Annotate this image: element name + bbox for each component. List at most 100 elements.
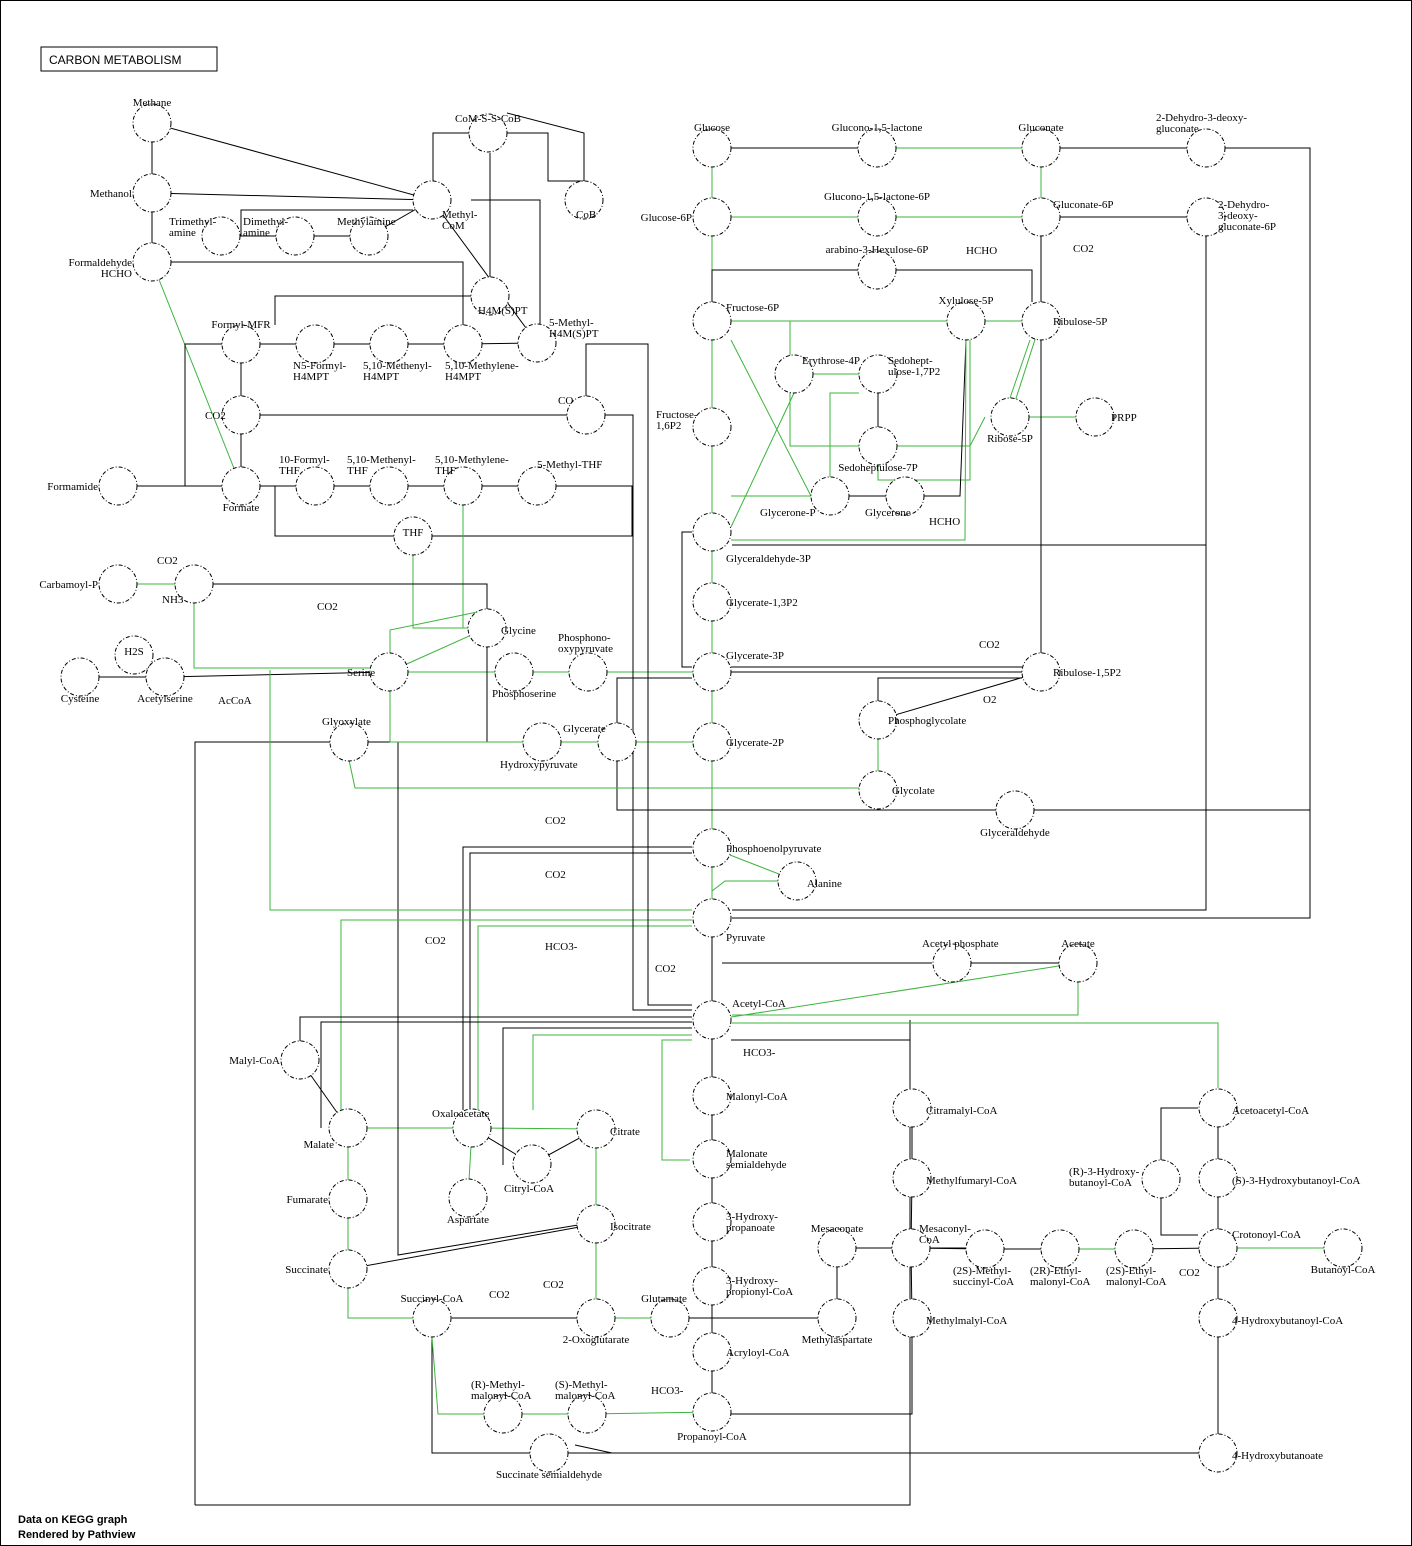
compound-glucose-6p[interactable]: Glucose-6P xyxy=(641,197,732,237)
compound-s-3-hydroxybutanoyl-coa[interactable]: (S)-3-Hydroxybutanoyl-CoA xyxy=(1198,1158,1360,1198)
compound-citramalyl-coa[interactable]: Citramalyl-CoA xyxy=(892,1088,998,1128)
compound-circle[interactable] xyxy=(692,128,732,168)
compound-circle[interactable] xyxy=(692,1000,732,1040)
compound-circle[interactable] xyxy=(597,722,637,762)
compound-circle[interactable] xyxy=(517,466,557,506)
compound-2-dehydro-3-deoxy-gluconate[interactable]: 2-Dehydro-3-deoxy-gluconate xyxy=(1156,112,1247,168)
compound-circle[interactable] xyxy=(467,608,507,648)
compound-circle[interactable] xyxy=(529,1433,569,1473)
compound-circle[interactable] xyxy=(275,216,315,256)
compound-circle[interactable] xyxy=(567,1394,607,1434)
compound-circle[interactable] xyxy=(443,466,483,506)
compound-formate[interactable]: Formate xyxy=(221,466,261,514)
compound-cysteine[interactable]: Cysteine xyxy=(60,657,100,705)
compound-circle[interactable] xyxy=(1021,197,1061,237)
compound-4-hydroxybutanoate[interactable]: 4-Hydroxybutanoate xyxy=(1198,1433,1323,1473)
compound-circle[interactable] xyxy=(885,476,925,516)
compound-phosphoglycolate[interactable]: Phosphoglycolate xyxy=(858,700,966,740)
compound-circle[interactable] xyxy=(280,1040,320,1080)
compound-circle[interactable] xyxy=(452,1108,492,1148)
compound-circle[interactable] xyxy=(692,1332,732,1372)
compound-glutamate[interactable]: Glutamate xyxy=(641,1293,690,1338)
compound-circle[interactable] xyxy=(692,582,732,622)
compound-circle[interactable] xyxy=(1198,1088,1238,1128)
compound-acetylserine[interactable]: Acetylserine xyxy=(137,657,193,705)
compound-xylulose-5p[interactable]: Xylulose-5P xyxy=(939,295,994,341)
compound-co2-a[interactable]: CO2 xyxy=(205,395,261,435)
compound-circle[interactable] xyxy=(692,1202,732,1242)
compound-circle[interactable] xyxy=(817,1298,857,1338)
compound-5-methyl-h4mpt[interactable]: 5-Methyl-H4M(S)PT xyxy=(517,317,599,363)
compound-circle[interactable] xyxy=(891,1228,931,1268)
compound-circle[interactable] xyxy=(328,1179,368,1219)
compound-sedoheptulose-7p[interactable]: Sedoheptulose-7P xyxy=(838,426,918,474)
compound-circle[interactable] xyxy=(221,395,261,435)
compound-cob[interactable]: CoB xyxy=(564,180,604,221)
compound-circle[interactable] xyxy=(692,512,732,552)
compound-circle[interactable] xyxy=(817,1228,857,1268)
compound-circle[interactable] xyxy=(132,173,172,213)
compound-circle[interactable] xyxy=(201,216,241,256)
compound-methylaspartate[interactable]: Methylaspartate xyxy=(802,1298,873,1346)
compound-2-oxoglutarate[interactable]: 2-Oxoglutarate xyxy=(563,1298,630,1346)
compound-aspartate[interactable]: Aspartate xyxy=(447,1178,489,1226)
compound-circle[interactable] xyxy=(932,943,972,983)
compound-fructose-16p2[interactable]: Fructose-1,6P2 xyxy=(656,407,732,447)
compound-s-methylmalonyl-coa[interactable]: (S)-Methyl-malonyl-CoA xyxy=(555,1379,616,1434)
compound-gluconate-6p[interactable]: Gluconate-6P xyxy=(1021,197,1113,237)
compound-circle[interactable] xyxy=(995,790,1035,830)
compound-circle[interactable] xyxy=(468,113,508,153)
compound-sedoheptulose-17p2[interactable]: Sedohept-ulose-1,7P2 xyxy=(858,354,940,394)
compound-com-s-s-cob[interactable]: CoM-S-S-CoB xyxy=(455,113,521,153)
compound-circle[interactable] xyxy=(393,516,433,556)
compound-circle[interactable] xyxy=(692,722,732,762)
compound-fumarate[interactable]: Fumarate xyxy=(286,1179,368,1219)
compound-circle[interactable] xyxy=(114,635,154,675)
compound-5-10-methenyl-thf[interactable]: 5,10-Methenyl-THF xyxy=(347,454,416,506)
compound-circle[interactable] xyxy=(965,1229,1005,1269)
compound-formamide[interactable]: Formamide xyxy=(47,466,138,506)
compound-circle[interactable] xyxy=(990,397,1030,437)
compound-circle[interactable] xyxy=(60,657,100,697)
compound-methanol[interactable]: Methanol xyxy=(90,173,172,213)
compound-2r-ethylmalonyl-coa[interactable]: (2R)-Ethyl-malonyl-CoA xyxy=(1030,1229,1091,1288)
compound-circle[interactable] xyxy=(564,180,604,220)
compound-circle[interactable] xyxy=(692,301,732,341)
compound-circle[interactable] xyxy=(369,652,409,692)
compound-glycerone[interactable]: Glycerone xyxy=(865,476,925,519)
compound-circle[interactable] xyxy=(1198,1158,1238,1198)
compound-pep[interactable]: Phosphoenolpyruvate xyxy=(692,828,821,868)
compound-hydroxypyruvate[interactable]: Hydroxypyruvate xyxy=(500,722,578,771)
compound-circle[interactable] xyxy=(329,722,369,762)
compound-circle[interactable] xyxy=(1198,1433,1238,1473)
compound-isocitrate[interactable]: Isocitrate xyxy=(576,1204,651,1244)
compound-methylmalyl-coa[interactable]: Methylmalyl-CoA xyxy=(892,1298,1007,1338)
compound-circle[interactable] xyxy=(349,216,389,256)
compound-circle[interactable] xyxy=(1058,943,1098,983)
compound-acetyl-p[interactable]: Acetyl phosphate xyxy=(922,938,999,983)
compound-4-hydroxybutanoyl-coa[interactable]: 4-Hydroxybutanoyl-CoA xyxy=(1198,1298,1343,1338)
compound-glycolate[interactable]: Glycolate xyxy=(858,770,935,810)
compound-3-hydroxypropanoate[interactable]: 3-Hydroxy-propanoate xyxy=(692,1202,778,1242)
compound-glycerate[interactable]: Glycerate xyxy=(563,722,637,762)
compound-circle[interactable] xyxy=(1021,652,1061,692)
compound-circle[interactable] xyxy=(295,466,335,506)
compound-circle[interactable] xyxy=(1323,1228,1363,1268)
compound-glucose[interactable]: Glucose xyxy=(692,122,732,168)
compound-r-3-hydroxybutanoyl-coa[interactable]: (R)-3-Hydroxy-butanoyl-CoA xyxy=(1069,1159,1181,1199)
compound-circle[interactable] xyxy=(1021,128,1061,168)
compound-circle[interactable] xyxy=(1186,128,1226,168)
compound-malonyl-coa[interactable]: Malonyl-CoA xyxy=(692,1076,788,1116)
compound-circle[interactable] xyxy=(576,1109,616,1149)
compound-circle[interactable] xyxy=(1186,197,1226,237)
compound-succinate-semialdehyde[interactable]: Succinate semialdehyde xyxy=(496,1433,602,1481)
compound-circle[interactable] xyxy=(892,1158,932,1198)
compound-carbamoyl-p[interactable]: Carbamoyl-P xyxy=(39,564,138,604)
compound-circle[interactable] xyxy=(692,407,732,447)
compound-ribulose-15p2[interactable]: Ribulose-1,5P2 xyxy=(1021,652,1121,692)
compound-glyceraldehyde-3p[interactable]: Glyceraldehyde-3P xyxy=(692,512,811,565)
compound-circle[interactable] xyxy=(692,1139,732,1179)
compound-circle[interactable] xyxy=(692,652,732,692)
compound-circle[interactable] xyxy=(810,476,850,516)
